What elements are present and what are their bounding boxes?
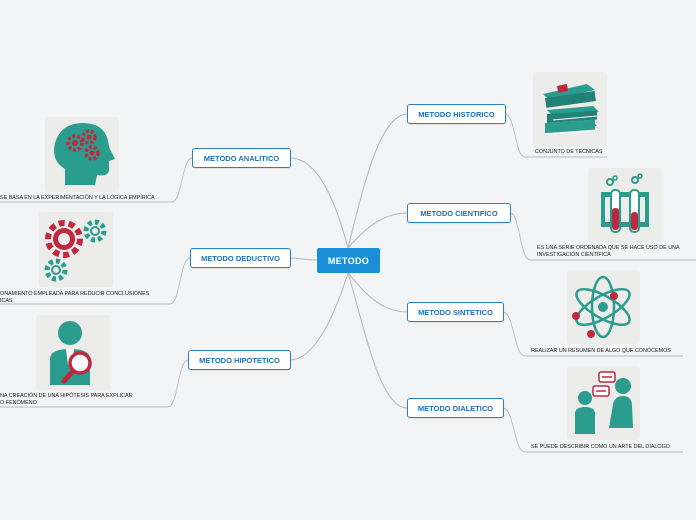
leaf-text-cientifico: ES UNA SERIE ORDENADA QUE SE HACE USO DE… bbox=[537, 245, 680, 258]
leaf-text-hipotetico-line1: NA CREACIÓN DE UNA HIPÓTESIS PARA EXPLIC… bbox=[0, 393, 133, 399]
node-metodo-analitico[interactable]: METODO ANALITICO bbox=[192, 148, 291, 168]
leaf-text-hipotetico-line2: O FENÓMENO bbox=[0, 399, 37, 406]
node-metodo-dialetico[interactable]: METODO DIALETICO bbox=[407, 398, 504, 418]
leaf-text-sintetico: REALIZAR UN RESUMEN DE ALGO QUE CONOCEMO… bbox=[531, 348, 671, 354]
node-metodo-cientifico[interactable]: METODO CIENTIFICO bbox=[407, 203, 511, 223]
person-magnifier-icon bbox=[36, 315, 110, 390]
node-metodo-deductivo[interactable]: METODO DEDUCTIVO bbox=[190, 248, 291, 268]
leaf-text-historico: CONJUNTO DE TECNICAS bbox=[535, 149, 603, 155]
node-metodo-historico[interactable]: METODO HISTORICO bbox=[407, 104, 506, 124]
brain-gears-icon bbox=[45, 117, 119, 192]
node-metodo-hipotetico[interactable]: METODO HIPOTETICO bbox=[188, 350, 291, 370]
node-metodo-sintetico[interactable]: METODO SINTETICO bbox=[407, 302, 504, 322]
books-icon bbox=[533, 72, 607, 147]
gears-icon bbox=[39, 212, 113, 287]
leaf-text-deductivo-line2: ICAS bbox=[0, 297, 13, 304]
dialogue-icon bbox=[567, 366, 640, 440]
central-topic[interactable]: METODO bbox=[317, 248, 380, 273]
leaf-text-deductivo-line1: ONAMIENTO EMPLEADA PARA REDUCIR CONCLUSI… bbox=[0, 291, 150, 297]
leaf-text-analitico: SE BASA EN LA EXPERIMENTACIÓN Y LA LÓGIC… bbox=[0, 195, 155, 201]
test-tubes-icon bbox=[588, 168, 662, 243]
atom-icon bbox=[567, 270, 640, 344]
leaf-text-dialetico: SE PUEDE DESCRIBIR COMO UN ARTE DEL DIAL… bbox=[531, 444, 670, 450]
